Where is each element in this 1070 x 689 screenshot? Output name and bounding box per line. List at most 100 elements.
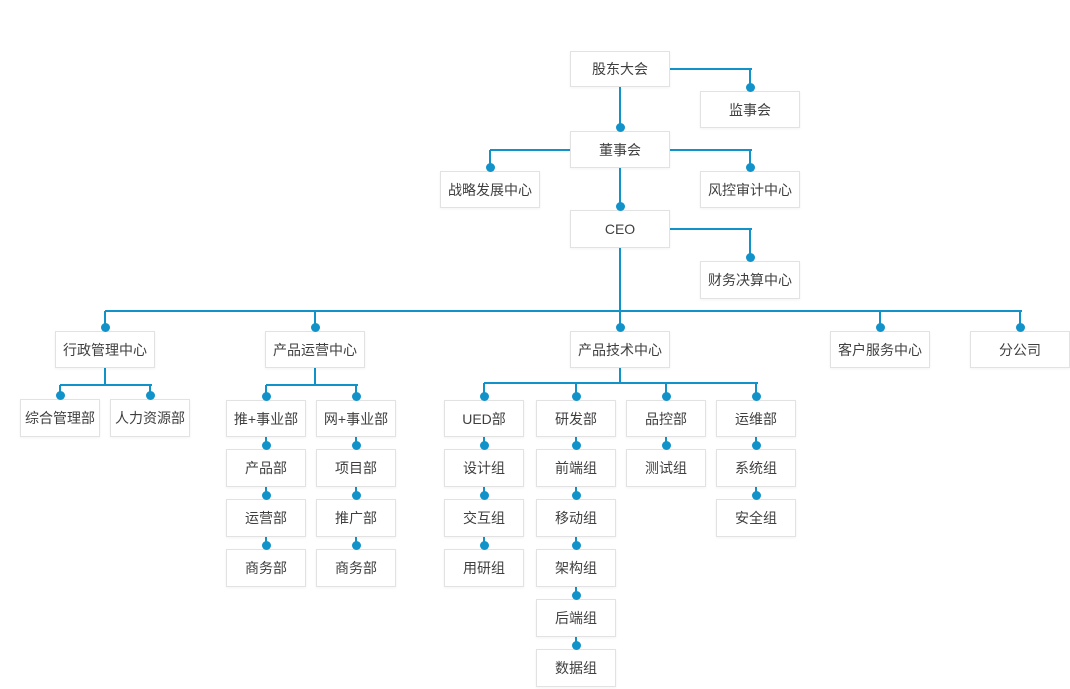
org-node-branch-company[interactable]: 分公司: [970, 331, 1070, 368]
org-node-business-dept-1[interactable]: 商务部: [226, 549, 306, 587]
connector-line: [670, 148, 752, 151]
connector-line: [1019, 311, 1021, 331]
org-node-label: 移动组: [555, 510, 597, 526]
org-node-mobile-group[interactable]: 移动组: [536, 499, 616, 537]
connector-line: [879, 311, 881, 331]
connector-dot: [745, 162, 755, 172]
org-node-frontend-group[interactable]: 前端组: [536, 449, 616, 487]
org-node-label: 设计组: [463, 460, 505, 476]
org-node-product-technology-center[interactable]: 产品技术中心: [570, 331, 670, 368]
connector-dot: [261, 391, 271, 401]
connector-line: [490, 148, 572, 151]
org-node-label: 行政管理中心: [63, 341, 147, 358]
connector-line: [619, 87, 621, 131]
org-node-label: 运维部: [735, 410, 777, 427]
org-node-label: 推+事业部: [233, 410, 299, 427]
org-node-business-dept-2[interactable]: 商务部: [316, 549, 396, 587]
org-node-backend-group[interactable]: 后端组: [536, 599, 616, 637]
connector-dot: [351, 490, 361, 500]
org-node-quality-control-dept[interactable]: 品控部: [626, 400, 706, 437]
org-node-label: 客户服务中心: [838, 341, 922, 358]
connector-dot: [745, 252, 755, 262]
connector-dot: [615, 322, 625, 332]
org-node-rd-dept[interactable]: 研发部: [536, 400, 616, 437]
connector-line: [266, 384, 358, 386]
connector-dot: [751, 440, 761, 450]
org-node-ceo[interactable]: CEO: [570, 210, 670, 248]
connector-dot: [571, 590, 581, 600]
org-node-board-of-directors[interactable]: 董事会: [570, 131, 670, 168]
connector-dot: [615, 122, 625, 132]
org-node-label: 商务部: [335, 560, 377, 576]
org-node-ued-dept[interactable]: UED部: [444, 400, 524, 437]
org-node-product-operation-center[interactable]: 产品运营中心: [265, 331, 365, 368]
org-node-general-management-dept[interactable]: 综合管理部: [20, 399, 100, 437]
org-node-data-group[interactable]: 数据组: [536, 649, 616, 687]
connector-line: [619, 368, 621, 383]
org-node-label: 网+事业部: [323, 410, 389, 427]
org-node-risk-audit-center[interactable]: 风控审计中心: [700, 171, 800, 208]
org-node-testing-group[interactable]: 测试组: [626, 449, 706, 487]
connector-dot: [479, 540, 489, 550]
org-node-label: 推广部: [335, 510, 377, 526]
org-node-label: CEO: [604, 221, 636, 237]
org-node-system-group[interactable]: 系统组: [716, 449, 796, 487]
connector-line: [314, 311, 316, 331]
org-node-financial-settlement-center[interactable]: 财务决算中心: [700, 261, 800, 299]
connector-dot: [261, 440, 271, 450]
connector-dot: [261, 490, 271, 500]
connector-line: [314, 368, 316, 385]
org-node-label: 综合管理部: [25, 410, 95, 426]
connector-dot: [485, 162, 495, 172]
org-node-label: 分公司: [999, 341, 1041, 358]
connector-dot: [100, 322, 110, 332]
org-node-architecture-group[interactable]: 架构组: [536, 549, 616, 587]
org-node-label: 财务决算中心: [708, 272, 792, 288]
connector-dot: [351, 391, 361, 401]
connector-dot: [661, 440, 671, 450]
connector-dot: [615, 201, 625, 211]
org-node-user-research-group[interactable]: 用研组: [444, 549, 524, 587]
connector-dot: [261, 540, 271, 550]
org-node-human-resources-dept[interactable]: 人力资源部: [110, 399, 190, 437]
org-node-label: 股东大会: [592, 61, 648, 77]
connector-dot: [875, 322, 885, 332]
org-node-wang-plus-division[interactable]: 网+事业部: [316, 400, 396, 437]
org-node-label: 董事会: [599, 141, 641, 158]
connector-dot: [571, 391, 581, 401]
org-node-label: 项目部: [335, 460, 377, 476]
org-node-promotion-dept[interactable]: 推广部: [316, 499, 396, 537]
org-node-tui-plus-division[interactable]: 推+事业部: [226, 400, 306, 437]
org-node-label: 数据组: [555, 660, 597, 676]
org-node-operation-dept[interactable]: 运营部: [226, 499, 306, 537]
org-node-label: 安全组: [735, 510, 777, 526]
connector-dot: [751, 490, 761, 500]
org-node-supervisory-board[interactable]: 监事会: [700, 91, 800, 128]
connector-dot: [479, 490, 489, 500]
org-node-label: 交互组: [463, 510, 505, 526]
connector-dot: [745, 82, 755, 92]
org-node-strategy-development-center[interactable]: 战略发展中心: [440, 171, 540, 208]
connector-line: [619, 248, 621, 311]
connector-line: [60, 384, 152, 386]
org-node-product-dept[interactable]: 产品部: [226, 449, 306, 487]
connector-dot: [351, 540, 361, 550]
org-node-shareholders-meeting[interactable]: 股东大会: [570, 51, 670, 87]
connector-dot: [571, 490, 581, 500]
connector-line: [619, 311, 621, 331]
org-node-label: 战略发展中心: [448, 181, 532, 198]
org-node-project-dept[interactable]: 项目部: [316, 449, 396, 487]
org-node-design-group[interactable]: 设计组: [444, 449, 524, 487]
org-node-customer-service-center[interactable]: 客户服务中心: [830, 331, 930, 368]
org-node-ops-maintenance-dept[interactable]: 运维部: [716, 400, 796, 437]
connector-dot: [479, 440, 489, 450]
org-node-label: UED部: [462, 410, 506, 427]
org-node-label: 用研组: [463, 560, 505, 576]
org-node-interaction-group[interactable]: 交互组: [444, 499, 524, 537]
org-node-admin-management-center[interactable]: 行政管理中心: [55, 331, 155, 368]
connector-dot: [751, 391, 761, 401]
org-node-security-group[interactable]: 安全组: [716, 499, 796, 537]
org-node-label: 品控部: [645, 410, 687, 427]
connector-dot: [571, 440, 581, 450]
